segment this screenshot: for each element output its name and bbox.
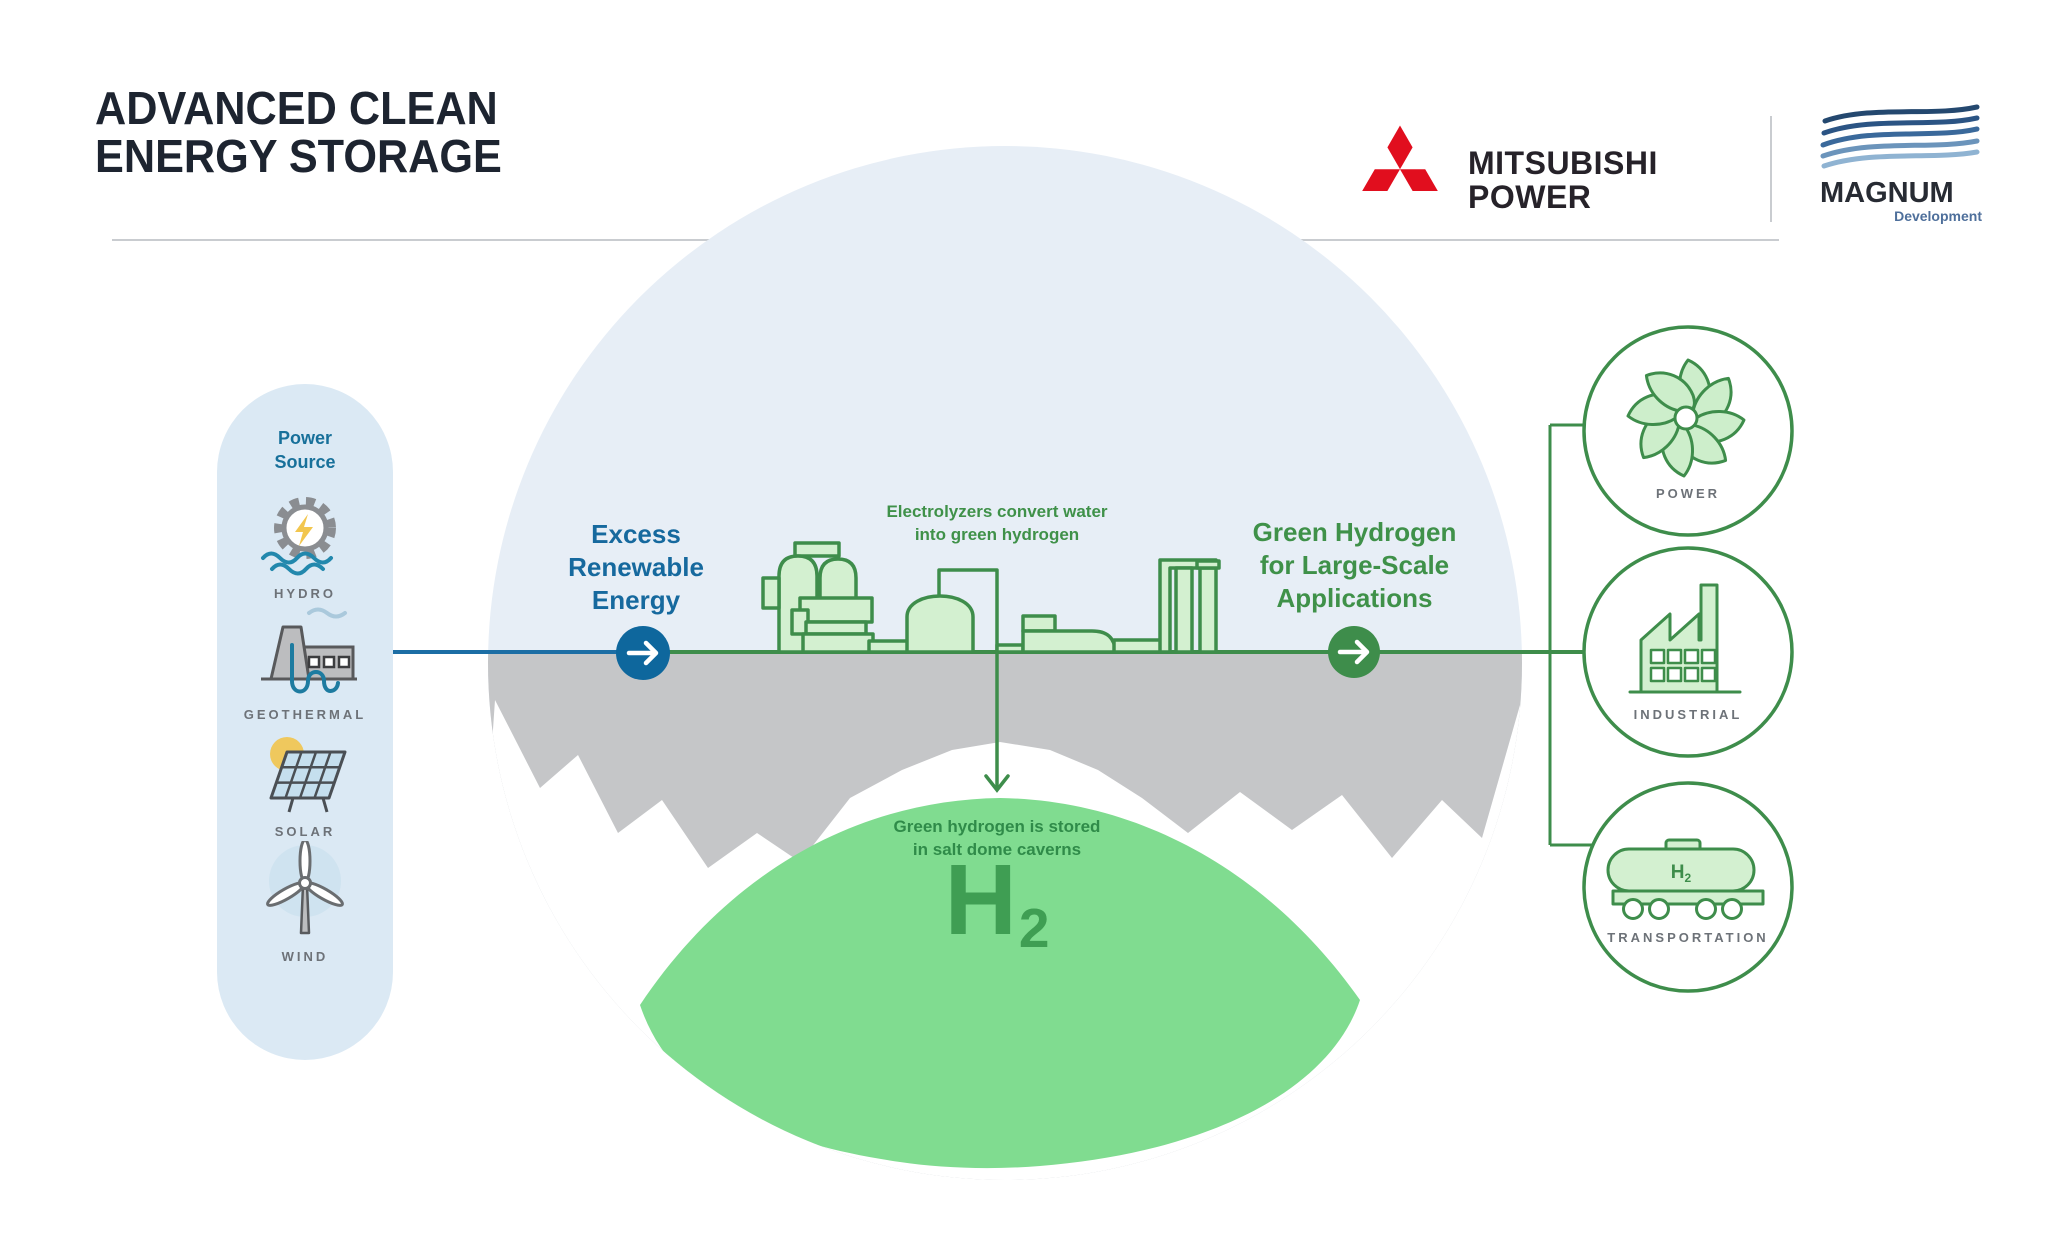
power-label: POWER	[1655, 486, 1721, 501]
electrolyzer-plant	[761, 541, 1221, 654]
h2-symbol: H2	[944, 844, 1050, 960]
power-source-panel: Power Source HYDRO	[217, 384, 393, 1060]
solar-panel-icon	[269, 737, 347, 813]
storage-down-arrow	[984, 650, 1010, 793]
industrial-label: INDUSTRIAL	[1633, 707, 1743, 722]
geothermal-plant-icon	[260, 607, 357, 694]
power-source-wind: WIND	[245, 841, 365, 964]
magnum-waves-icon	[1820, 104, 1980, 169]
blue-flow-arrow-icon	[616, 626, 670, 680]
turbine-fan-icon	[1626, 358, 1746, 478]
tank-h2-label: H2	[1671, 862, 1692, 885]
factory-icon	[1628, 583, 1742, 694]
magnum-sub-wordmark: Development	[1894, 208, 1982, 224]
page-title: ADVANCED CLEAN ENERGY STORAGE	[95, 82, 502, 182]
power-source-hydro: HYDRO	[245, 490, 365, 601]
mitsubishi-diamond-logo-icon	[1362, 125, 1438, 192]
power-source-title: Power Source	[274, 428, 336, 472]
excess-renewable-energy-label: Excess Renewable Energy	[568, 519, 704, 615]
h2-tanker-icon: H2	[1606, 838, 1765, 920]
salt-dome-storage-note: Green hydrogen is stored in salt dome ca…	[893, 817, 1101, 859]
electrolyzer-note: Electrolyzers convert water into green h…	[886, 502, 1108, 544]
wind-turbine-icon	[266, 841, 344, 935]
hydro-turbine-icon	[261, 497, 336, 576]
magnum-wordmark: MAGNUM	[1820, 177, 1954, 209]
salt-dome	[640, 798, 1360, 1169]
green-hydrogen-applications-label: Green Hydrogen for Large-Scale Applicati…	[1252, 517, 1457, 613]
mitsubishi-power-wordmark: MITSUBISHI POWER	[1468, 145, 1658, 215]
logo-divider	[1770, 116, 1772, 222]
power-source-solar: SOLAR	[245, 724, 365, 839]
transportation-label: TRANSPORTATION	[1607, 930, 1769, 945]
magnum-logo: MAGNUM Development	[1820, 103, 1982, 224]
power-source-geothermal: GEOTHERMAL	[244, 603, 366, 722]
green-flow-arrow-icon	[1328, 626, 1380, 678]
